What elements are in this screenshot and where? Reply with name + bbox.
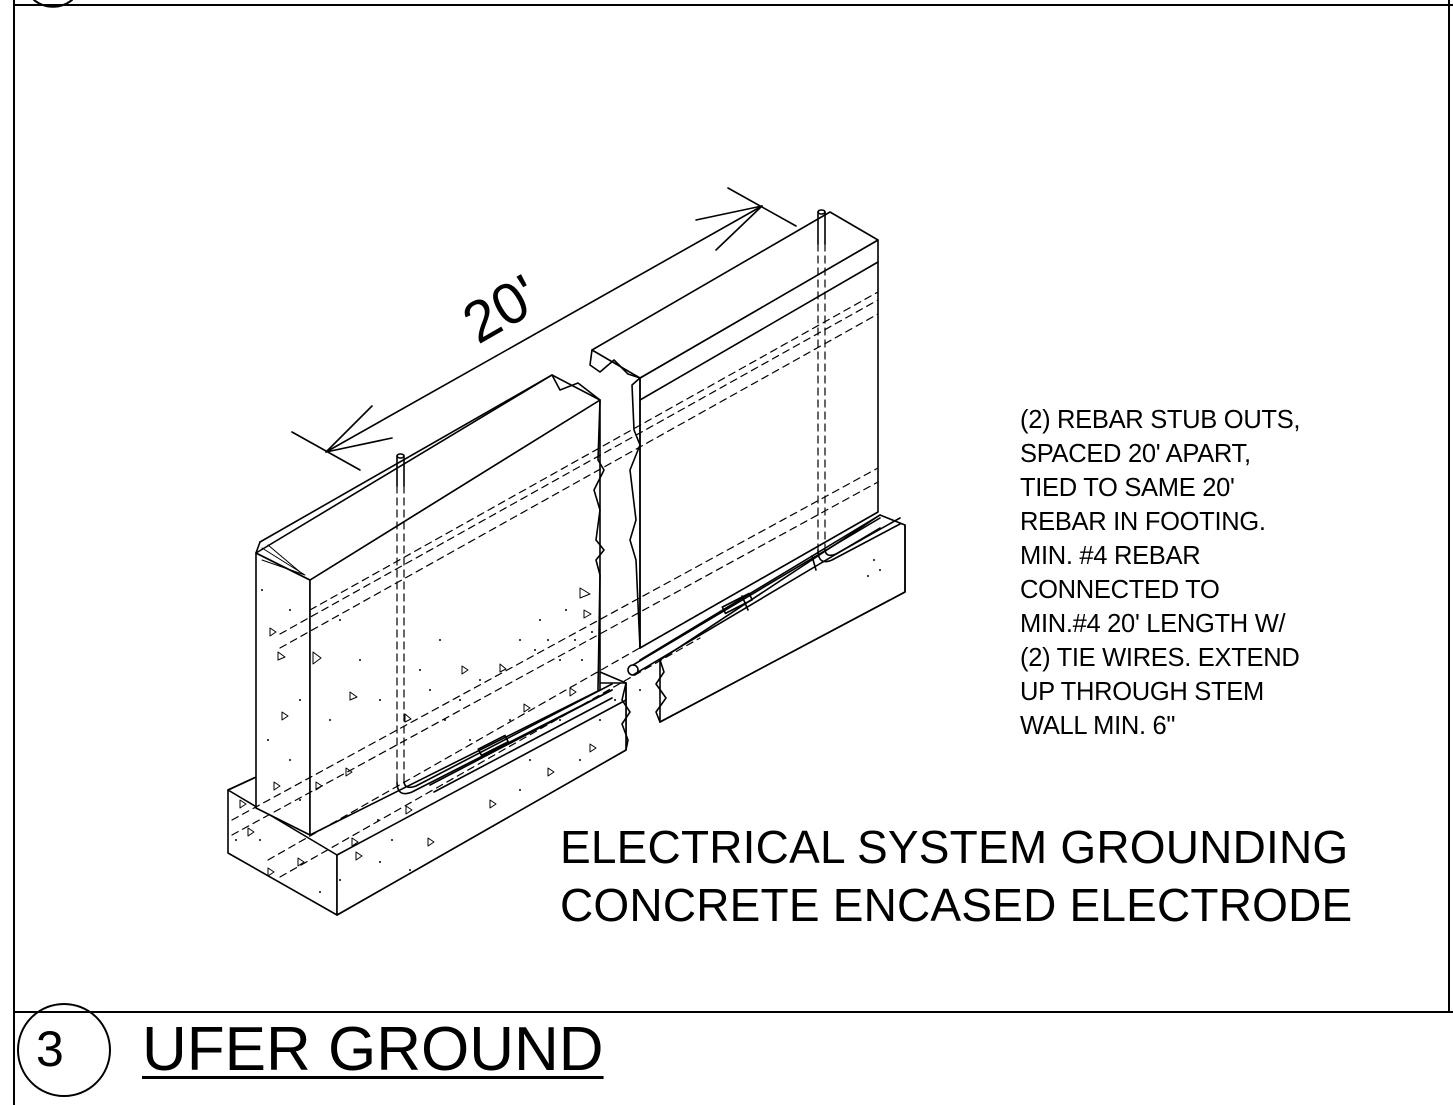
note-line: CONNECTED TO [1020,576,1220,604]
note-line: WALL MIN. 6" [1020,712,1176,740]
note-line: SPACED 20' APART, [1020,440,1251,468]
note-line: (2) TIE WIRES. EXTEND [1020,644,1300,672]
drawing-title: ELECTRICAL SYSTEM GROUNDING CONCRETE ENC… [560,818,1352,934]
rebar-note: (2) REBAR STUB OUTS, SPACED 20' APART, T… [1020,403,1301,743]
sheet-border [13,0,1453,1105]
title-line-1: ELECTRICAL SYSTEM GROUNDING [560,821,1349,873]
note-line: UP THROUGH STEM [1020,678,1264,706]
footing-rebar [429,517,881,793]
note-line: MIN.#4 20' LENGTH W/ [1020,610,1286,638]
hidden-rebar-lines [231,291,879,878]
detail-number: 3 [36,1021,64,1077]
title-line-2: CONCRETE ENCASED ELECTRODE [560,879,1353,931]
note-line: MIN. #4 REBAR [1020,542,1201,570]
left-rebar-stub [396,453,613,795]
concrete-aggregate [235,559,881,893]
note-line: TIED TO SAME 20' [1020,474,1235,502]
note-line: (2) REBAR STUB OUTS, [1020,406,1301,434]
dimension-label: 20' [452,262,550,356]
detail-title: UFER GROUND [142,1015,604,1084]
left-stem-wall [255,374,605,836]
dimension-line [291,187,797,471]
left-footing [227,671,631,916]
right-footing [639,514,906,723]
note-line: REBAR IN FOOTING. [1020,508,1266,536]
